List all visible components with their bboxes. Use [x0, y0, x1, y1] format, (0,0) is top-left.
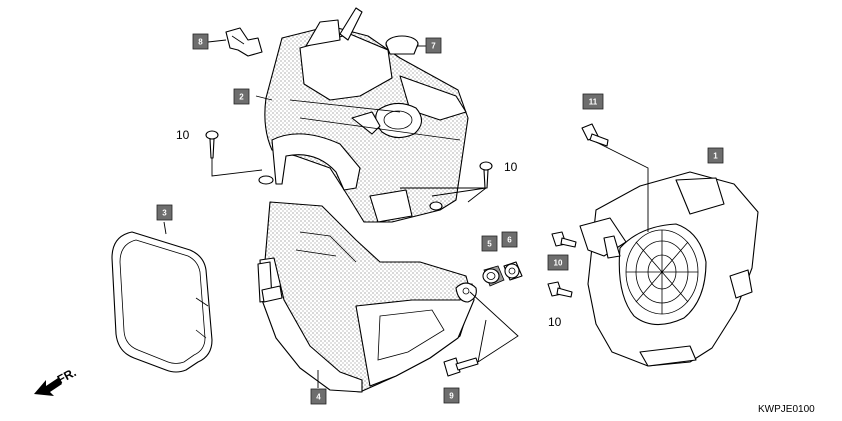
screw-left [205, 130, 219, 159]
fan-grille [625, 229, 699, 315]
callout-7: 7 [425, 37, 442, 54]
svg-text:10: 10 [554, 259, 563, 268]
screw-right [479, 161, 493, 189]
leader-lines [163, 39, 649, 388]
fan-cover [579, 171, 759, 367]
callout-3: 3 [156, 204, 173, 221]
svg-text:10: 10 [548, 315, 562, 329]
svg-text:3: 3 [162, 209, 167, 218]
upper-shroud [258, 7, 469, 223]
svg-text:7: 7 [431, 42, 436, 51]
clip [225, 27, 263, 57]
bolt-9 [443, 357, 479, 377]
bolt-lower [547, 281, 573, 298]
svg-text:8: 8 [198, 38, 203, 47]
callout-10-boxed: 10 [547, 254, 569, 271]
callout-2: 2 [233, 88, 250, 105]
collar [503, 261, 523, 281]
callout-11: 11 [582, 93, 604, 110]
callout-8: 8 [192, 33, 209, 50]
cap [385, 35, 419, 55]
svg-text:10: 10 [176, 128, 190, 142]
callout-5: 5 [481, 235, 498, 252]
bolt-upper [551, 231, 577, 248]
svg-text:9: 9 [449, 392, 454, 401]
callout-10-right: 10 [504, 160, 518, 174]
svg-text:10: 10 [504, 160, 518, 174]
front-direction-arrow: FR. [34, 365, 78, 396]
gasket-frame [111, 231, 213, 373]
svg-text:5: 5 [487, 240, 492, 249]
svg-text:6: 6 [507, 236, 512, 245]
callout-6: 6 [501, 231, 518, 248]
svg-text:2: 2 [239, 93, 244, 102]
lower-shroud [257, 201, 477, 393]
svg-text:11: 11 [589, 98, 598, 107]
callout-9: 9 [443, 387, 460, 404]
callout-10-lower: 10 [548, 315, 562, 329]
svg-text:1: 1 [713, 152, 718, 161]
callout-1: 1 [707, 147, 724, 164]
svg-text:4: 4 [316, 393, 321, 402]
grommet [482, 265, 505, 287]
bolt-11 [581, 123, 609, 147]
callout-10-left: 10 [176, 128, 190, 142]
diagram-code: KWPJE0100 [758, 404, 815, 415]
callout-4: 4 [310, 388, 327, 405]
